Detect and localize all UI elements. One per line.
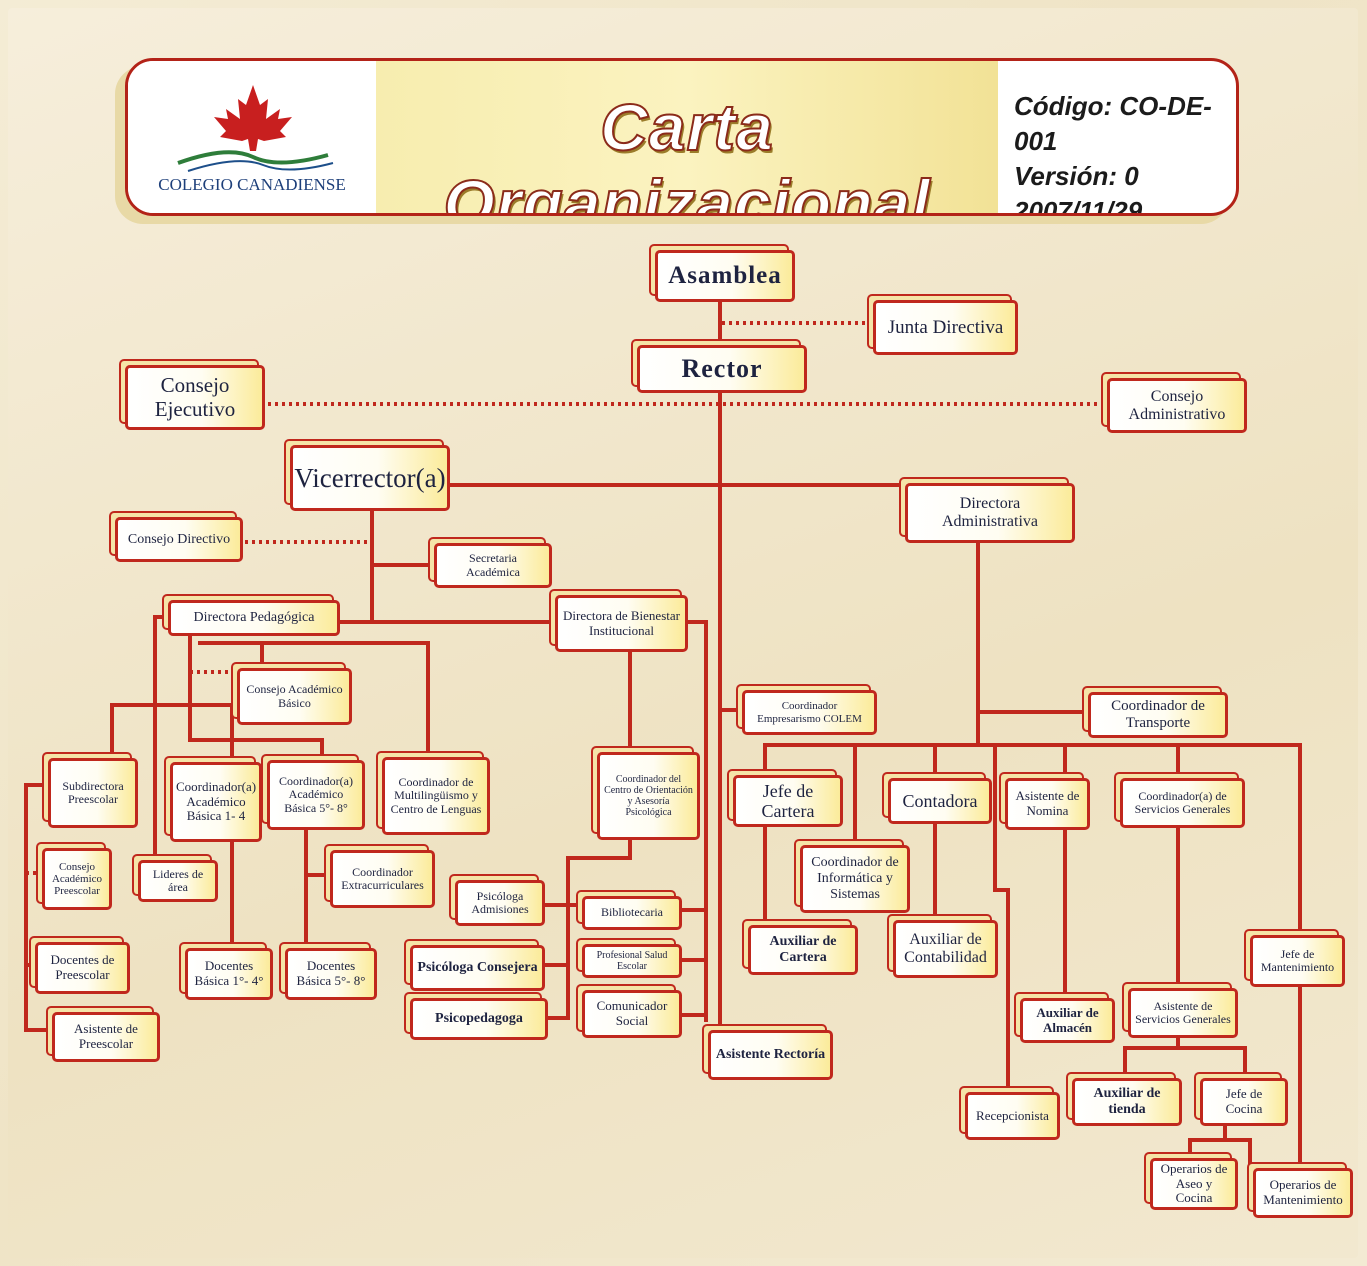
maple-leaf-icon (177, 85, 334, 172)
node-auxiliar-cartera: Auxiliar de Cartera (748, 925, 858, 975)
node-docentes-basica-1-4: Docentes Básica 1°- 4° (185, 948, 273, 1000)
node-coord-basica-1-4: Coordinador(a) Académico Básica 1- 4 (170, 762, 262, 842)
document-code: Código: CO-DE-001 (1014, 91, 1212, 156)
node-directora-pedagogica: Directora Pedagógica (168, 600, 340, 636)
node-consejo-ejecutivo: Consejo Ejecutivo (125, 365, 265, 430)
node-psicopedagoga: Psicopedagoga (410, 998, 548, 1040)
node-coord-informatica: Coordinador de Informática y Sistemas (800, 845, 910, 913)
node-recepcionista: Recepcionista (965, 1092, 1060, 1140)
node-asamblea: Asamblea (655, 250, 795, 302)
node-subdirectora-preescolar: Subdirectora Preescolar (48, 758, 138, 828)
node-coordinador-transporte: Coordinador de Transporte (1088, 692, 1228, 738)
node-jefe-mantenimiento: Jefe de Mantenimiento (1250, 935, 1345, 987)
node-auxiliar-tienda: Auxiliar de tienda (1072, 1078, 1182, 1126)
node-docentes-preescolar: Docentes de Preescolar (35, 942, 130, 994)
node-asistente-preescolar: Asistente de Preescolar (52, 1012, 160, 1062)
node-coord-servicios-generales: Coordinador(a) de Servicios Generales (1120, 778, 1245, 828)
node-operarios-mantenimiento: Operarios de Mantenimiento (1253, 1168, 1353, 1218)
node-coord-multilinguismo: Coordinador de Multilingüismo y Centro d… (382, 757, 490, 835)
node-docentes-basica-5-8: Docentes Básica 5°- 8° (285, 948, 377, 1000)
document-date: 2007/11/29 (1014, 196, 1143, 216)
node-lideres-area: Lideres de área (138, 860, 218, 902)
node-comunicador-social: Comunicador Social (582, 990, 682, 1038)
node-bibliotecaria: Bibliotecaria (582, 896, 682, 930)
title-band: Carta Organizacional (376, 61, 998, 213)
node-consejo-academico-basico: Consejo Académico Básico (237, 668, 352, 725)
node-operarios-aseo: Operarios de Aseo y Cocina (1150, 1158, 1238, 1210)
node-directora-administrativa: Directora Administrativa (905, 483, 1075, 543)
node-coordinador-empresarismo: Coordinador Empresarismo COLEM (742, 690, 877, 735)
node-psicologa-consejera: Psicóloga Consejera (410, 945, 545, 991)
node-coord-orientacion: Coordinador del Centro de Orientación y … (597, 752, 700, 840)
header-banner: COLEGIO CANADIENSE Carta Organizacional … (125, 58, 1239, 216)
node-coord-extracurriculares: Coordinador Extracurriculares (330, 850, 435, 908)
document-meta: Código: CO-DE-001 Versión: 0 2007/11/29 (1014, 89, 1236, 216)
node-contadora: Contadora (888, 778, 992, 824)
node-junta-directiva: Junta Directiva (873, 300, 1018, 355)
node-jefe-cartera: Jefe de Cartera (733, 775, 843, 827)
school-logo: COLEGIO CANADIENSE (128, 61, 376, 213)
node-secretaria-academica: Secretaria Académica (434, 543, 552, 588)
node-auxiliar-almacen: Auxiliar de Almacén (1020, 998, 1115, 1043)
node-auxiliar-contabilidad: Auxiliar de Contabilidad (893, 920, 998, 978)
node-consejo-academico-preescolar: Consejo Académico Preescolar (42, 848, 112, 910)
node-asistente-servicios-generales: Asistente de Servicios Generales (1128, 988, 1238, 1038)
node-profesional-salud: Profesional Salud Escolar (582, 944, 682, 978)
node-asistente-rectoria: Asistente Rectoría (708, 1030, 833, 1080)
node-rector: Rector (637, 345, 807, 393)
node-asistente-nomina: Asistente de Nomina (1005, 778, 1090, 830)
node-vicerrector: Vicerrector(a) (290, 445, 450, 511)
node-psicologa-admisiones: Psicóloga Admisiones (455, 880, 545, 926)
node-jefe-cocina: Jefe de Cocina (1200, 1078, 1288, 1126)
node-coord-basica-5-8: Coordinador(a) Académico Básica 5°- 8° (267, 760, 365, 830)
logo-text: COLEGIO CANADIENSE (158, 175, 346, 194)
page-title: Carta Organizacional (442, 89, 931, 216)
node-directora-bienestar: Directora de Bienestar Institucional (555, 595, 688, 652)
document-version: Versión: 0 (1014, 161, 1139, 191)
node-consejo-administrativo: Consejo Administrativo (1107, 378, 1247, 433)
node-consejo-directivo: Consejo Directivo (115, 517, 243, 562)
